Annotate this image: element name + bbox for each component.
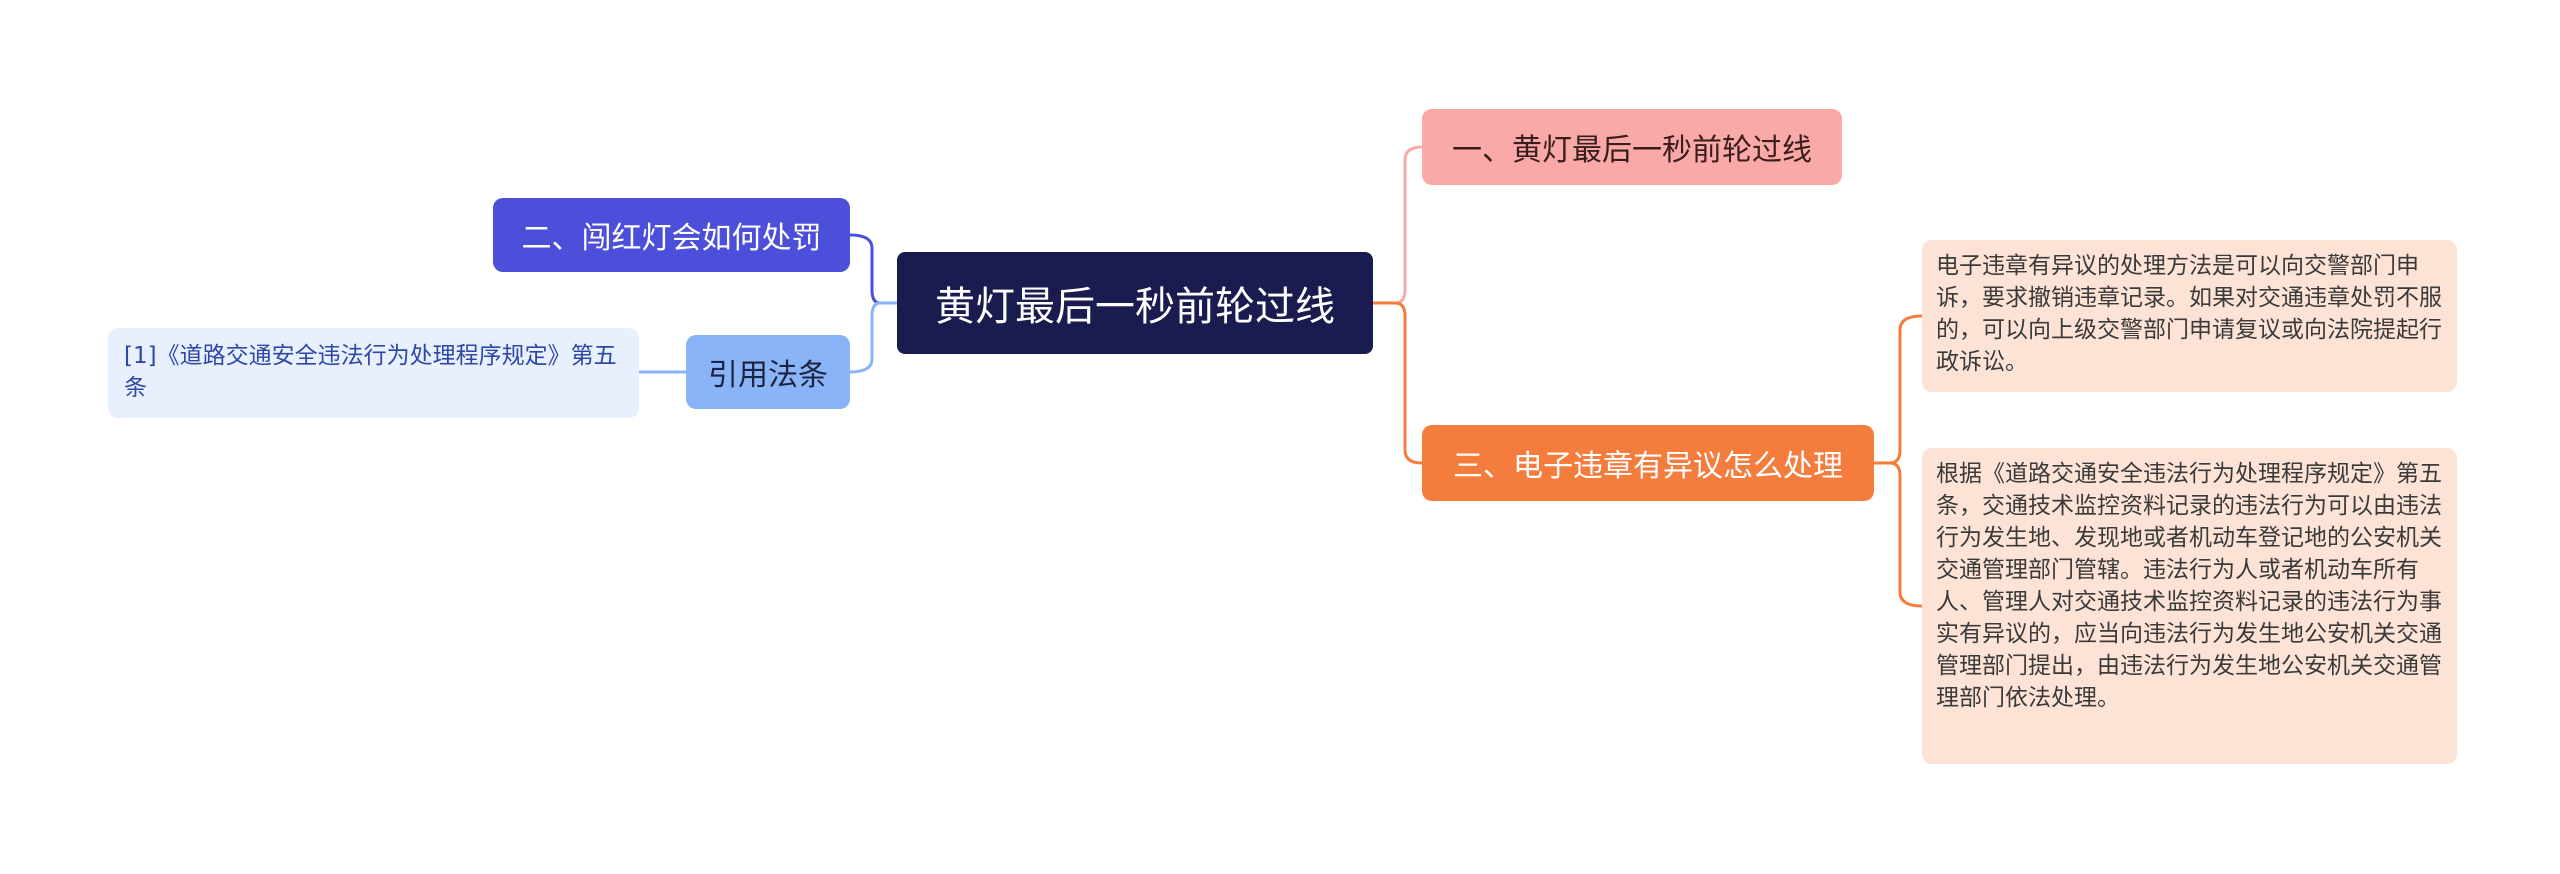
connector-branch-3-to-leaf-2 bbox=[1874, 461, 1923, 608]
leaf-appeal-text: 电子违章有异议的处理方法是可以向交警部门申诉，要求撤销违章记录。如果对交通违章处… bbox=[1936, 253, 2442, 375]
branch-1-label: 一、黄灯最后一秒前轮过线 bbox=[1452, 133, 1812, 168]
citation-topic[interactable]: 引用法条 bbox=[686, 335, 850, 409]
center-topic-label: 黄灯最后一秒前轮过线 bbox=[935, 284, 1335, 330]
connector-center-to-branch-1 bbox=[1373, 145, 1423, 305]
branch-2-label: 二、闯红灯会如何处罚 bbox=[521, 221, 822, 256]
branch-3-leaf-appeal[interactable]: 电子违章有异议的处理方法是可以向交警部门申诉，要求撤销违章记录。如果对交通违章处… bbox=[1922, 240, 2457, 392]
connector-center-to-branch-3 bbox=[1373, 301, 1423, 465]
citation-detail-text: [1]《道路交通安全违法行为处理程序规定》第五条 bbox=[124, 343, 617, 401]
citation-label: 引用法条 bbox=[708, 358, 828, 393]
connector-branch-3-to-leaf-1 bbox=[1874, 314, 1923, 465]
branch-3-topic[interactable]: 三、电子违章有异议怎么处理 bbox=[1422, 425, 1874, 501]
branch-3-leaf-regulation[interactable]: 根据《道路交通安全违法行为处理程序规定》第五条，交通技术监控资料记录的违法行为可… bbox=[1922, 448, 2457, 764]
center-topic[interactable]: 黄灯最后一秒前轮过线 bbox=[897, 252, 1373, 354]
branch-3-label: 三、电子违章有异议怎么处理 bbox=[1453, 449, 1843, 484]
connector-center-to-citation bbox=[849, 301, 897, 374]
connector-center-to-branch-2 bbox=[849, 233, 897, 305]
leaf-regulation-text: 根据《道路交通安全违法行为处理程序规定》第五条，交通技术监控资料记录的违法行为可… bbox=[1936, 461, 2442, 711]
branch-1-topic[interactable]: 一、黄灯最后一秒前轮过线 bbox=[1422, 109, 1842, 185]
citation-detail[interactable]: [1]《道路交通安全违法行为处理程序规定》第五条 bbox=[108, 328, 639, 418]
branch-2-topic[interactable]: 二、闯红灯会如何处罚 bbox=[493, 198, 850, 272]
